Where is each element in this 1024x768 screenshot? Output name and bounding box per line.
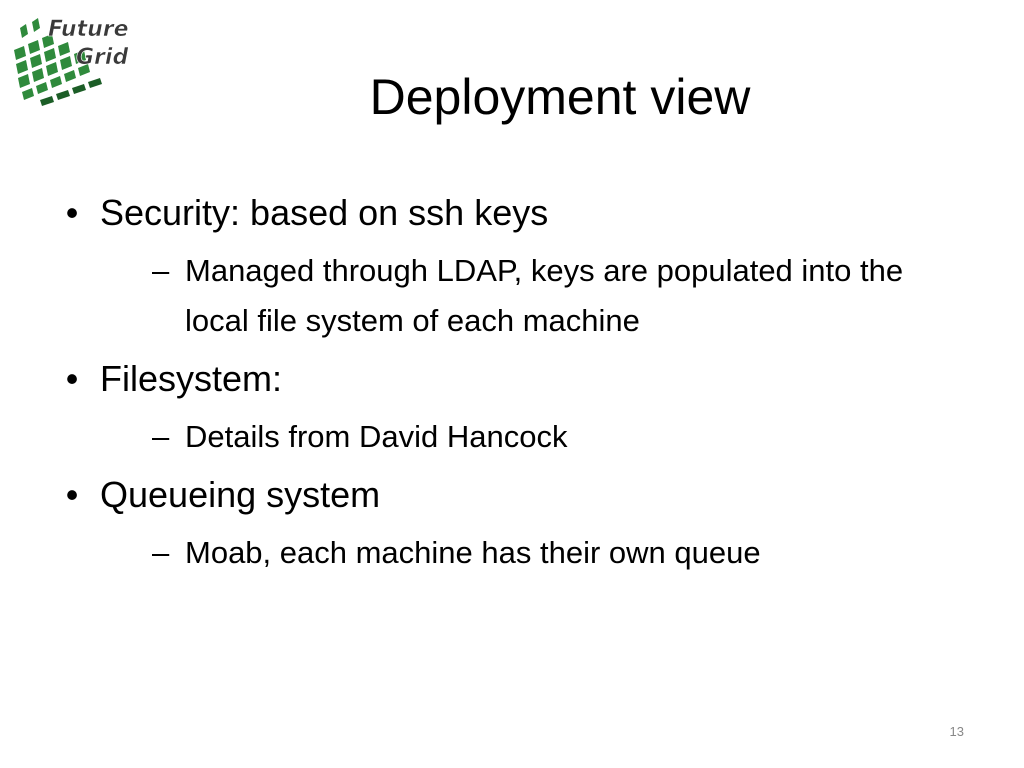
sub-bullet-item: – Managed through LDAP, keys are populat… xyxy=(100,246,915,346)
bullet-marker: • xyxy=(65,358,79,399)
sub-bullet-marker: – xyxy=(152,253,170,288)
bullet-marker: • xyxy=(65,474,79,515)
sub-bullet-list: – Details from David Hancock xyxy=(100,412,960,462)
bullet-text: Security: based on ssh keys xyxy=(100,192,549,233)
sub-bullet-text: Details from David Hancock xyxy=(185,419,568,454)
sub-bullet-text: Moab, each machine has their own queue xyxy=(185,535,761,570)
slide-page-number: 13 xyxy=(949,724,964,739)
logo-text-line2: Grid xyxy=(76,45,128,70)
logo-grid-graphic xyxy=(14,18,102,106)
slide-title: Deployment view xyxy=(369,69,751,125)
bullet-text: Queueing system xyxy=(100,474,381,515)
bullet-item: • Security: based on ssh keys – Managed … xyxy=(60,190,960,346)
bullet-marker: • xyxy=(65,192,79,233)
futuregrid-logo: Future Grid xyxy=(10,8,160,108)
sub-bullet-item: – Details from David Hancock xyxy=(100,412,915,462)
sub-bullet-marker: – xyxy=(152,535,170,570)
sub-bullet-list: – Moab, each machine has their own queue xyxy=(100,528,960,578)
bullet-item: • Filesystem: – Details from David Hanco… xyxy=(60,356,960,462)
logo-text-line1: Future xyxy=(48,17,129,42)
sub-bullet-item: – Moab, each machine has their own queue xyxy=(100,528,915,578)
sub-bullet-list: – Managed through LDAP, keys are populat… xyxy=(100,246,960,346)
sub-bullet-text: Managed through LDAP, keys are populated… xyxy=(185,253,904,338)
bullet-list: • Security: based on ssh keys – Managed … xyxy=(60,190,960,588)
bullet-text: Filesystem: xyxy=(100,358,283,399)
bullet-item: • Queueing system – Moab, each machine h… xyxy=(60,472,960,578)
sub-bullet-marker: – xyxy=(152,419,170,454)
